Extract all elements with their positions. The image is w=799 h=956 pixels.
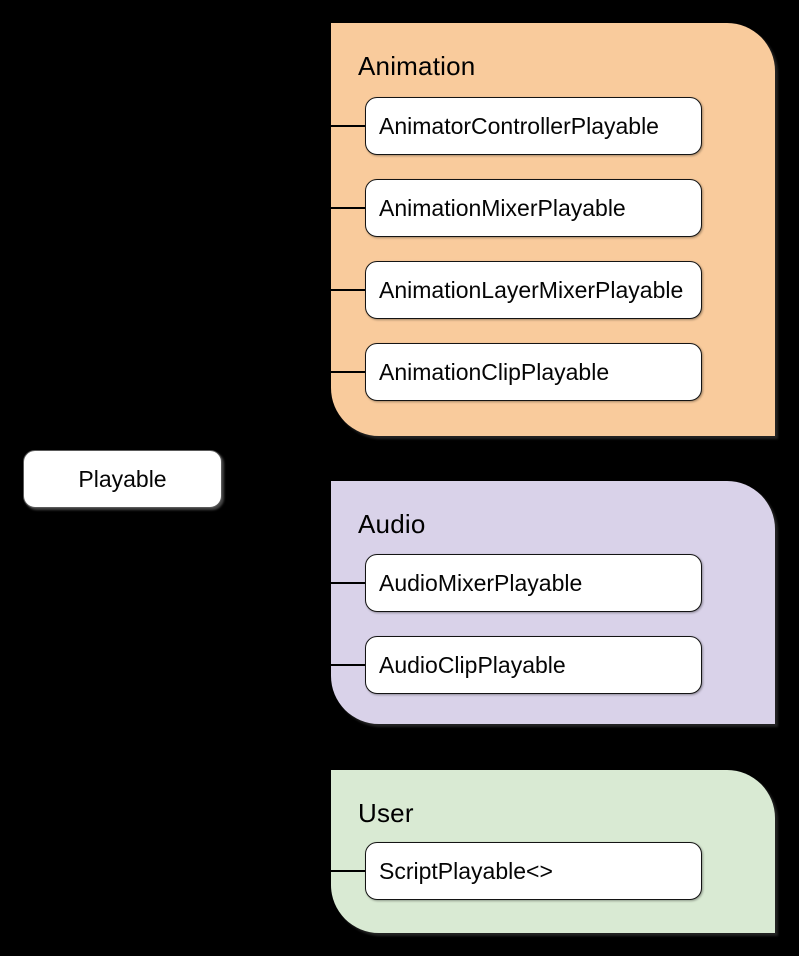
group-animation-title: Animation	[358, 51, 476, 81]
tree-row: ScriptPlayable<>	[331, 842, 775, 900]
node-playable: Playable	[23, 450, 222, 508]
tree-row: AnimatorControllerPlayable	[331, 97, 775, 155]
connector-stub	[331, 664, 367, 666]
node-playable-label: Playable	[78, 465, 167, 492]
connector-stub	[331, 870, 367, 872]
node-animation-layer-mixer-playable: AnimationLayerMixerPlayable	[365, 261, 702, 319]
group-user-title: User	[358, 798, 414, 828]
node-label: AnimatorControllerPlayable	[379, 112, 659, 139]
node-animation-clip-playable: AnimationClipPlayable	[365, 343, 702, 401]
node-label: ScriptPlayable<>	[379, 857, 553, 884]
group-audio-title: Audio	[358, 509, 426, 539]
node-label: AudioClipPlayable	[379, 651, 566, 678]
node-label: AnimationLayerMixerPlayable	[379, 276, 684, 303]
node-animator-controller-playable: AnimatorControllerPlayable	[365, 97, 702, 155]
node-label: AnimationMixerPlayable	[379, 194, 626, 221]
node-label: AnimationClipPlayable	[379, 358, 610, 385]
tree-row: AnimationClipPlayable	[331, 343, 775, 401]
node-script-playable: ScriptPlayable<>	[365, 842, 702, 900]
connector-stub	[331, 289, 367, 291]
tree-row: AudioClipPlayable	[331, 636, 775, 694]
group-user: User ScriptPlayable<>	[331, 770, 775, 933]
group-animation: Animation AnimatorControllerPlayable Ani…	[331, 23, 775, 436]
connector-stub	[331, 371, 367, 373]
node-label: AudioMixerPlayable	[379, 569, 583, 596]
group-audio: Audio AudioMixerPlayable AudioClipPlayab…	[331, 481, 775, 724]
connector-stub	[331, 207, 367, 209]
tree-row: AudioMixerPlayable	[331, 554, 775, 612]
connector-stub	[331, 125, 367, 127]
node-animation-mixer-playable: AnimationMixerPlayable	[365, 179, 702, 237]
node-audio-mixer-playable: AudioMixerPlayable	[365, 554, 702, 612]
tree-row: AnimationMixerPlayable	[331, 179, 775, 237]
node-audio-clip-playable: AudioClipPlayable	[365, 636, 702, 694]
tree-row: AnimationLayerMixerPlayable	[331, 261, 775, 319]
connector-stub	[331, 582, 367, 584]
